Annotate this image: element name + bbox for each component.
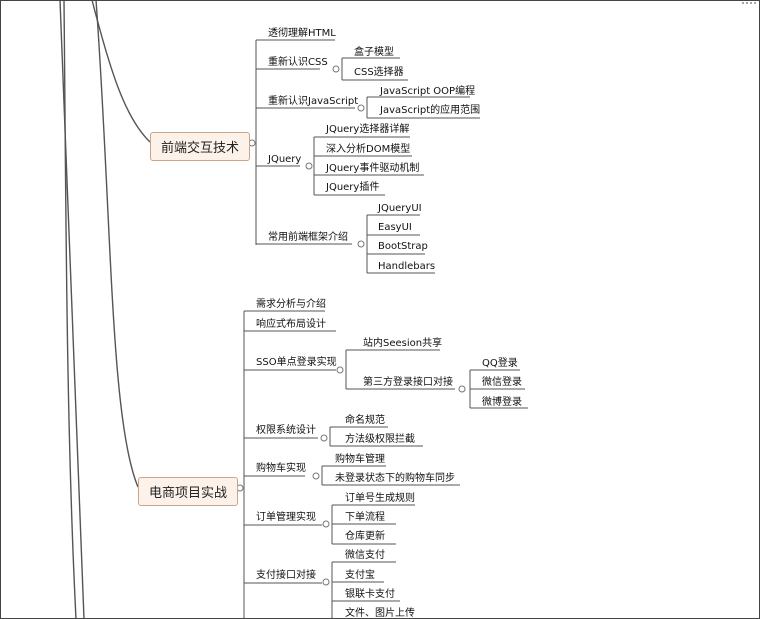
node-naming[interactable]: 命名规范 bbox=[345, 415, 385, 426]
node-payment[interactable]: 支付接口对接 bbox=[256, 570, 316, 581]
node-css-selector[interactable]: CSS选择器 bbox=[354, 67, 404, 78]
node-cart-sync[interactable]: 未登录状态下的购物车同步 bbox=[335, 473, 455, 484]
node-wechat-pay[interactable]: 微信支付 bbox=[345, 550, 385, 561]
branch-ecommerce[interactable]: 电商项目实战 bbox=[138, 477, 239, 506]
node-responsive[interactable]: 响应式布局设计 bbox=[256, 319, 326, 330]
node-js-scope[interactable]: JavaScript的应用范围 bbox=[380, 105, 481, 116]
node-unionpay[interactable]: 银联卡支付 bbox=[345, 589, 395, 600]
node-jq-selector[interactable]: JQuery选择器详解 bbox=[326, 124, 410, 135]
node-third-party-login[interactable]: 第三方登录接口对接 bbox=[363, 377, 453, 388]
node-order-flow[interactable]: 下单流程 bbox=[345, 512, 385, 523]
node-cart[interactable]: 购物车实现 bbox=[256, 463, 306, 474]
node-alipay[interactable]: 支付宝 bbox=[345, 570, 375, 581]
corner-dots-icon bbox=[742, 2, 756, 4]
node-box-model[interactable]: 盒子模型 bbox=[354, 47, 394, 58]
node-orders[interactable]: 订单管理实现 bbox=[256, 512, 316, 523]
node-js-oop[interactable]: JavaScript OOP编程 bbox=[380, 86, 476, 97]
node-order-number[interactable]: 订单号生成规则 bbox=[345, 493, 415, 504]
node-html[interactable]: 透彻理解HTML bbox=[268, 28, 336, 39]
node-javascript[interactable]: 重新认识JavaScript bbox=[268, 96, 359, 107]
node-easyui[interactable]: EasyUI bbox=[378, 222, 412, 233]
node-jquery[interactable]: JQuery bbox=[268, 154, 302, 165]
branch-frontend[interactable]: 前端交互技术 bbox=[150, 132, 251, 161]
node-bootstrap[interactable]: BootStrap bbox=[378, 241, 428, 252]
node-handlebars[interactable]: Handlebars bbox=[378, 261, 436, 272]
node-jqueryui[interactable]: JQueryUI bbox=[378, 203, 422, 214]
node-session-share[interactable]: 站内Seesion共享 bbox=[363, 338, 443, 349]
node-css[interactable]: 重新认识CSS bbox=[268, 57, 328, 68]
node-warehouse[interactable]: 仓库更新 bbox=[345, 531, 385, 542]
node-file-upload[interactable]: 文件、图片上传 bbox=[345, 608, 415, 619]
node-qq-login[interactable]: QQ登录 bbox=[482, 358, 518, 369]
node-cart-manage[interactable]: 购物车管理 bbox=[335, 454, 385, 465]
node-permissions[interactable]: 权限系统设计 bbox=[256, 425, 316, 436]
node-sso[interactable]: SSO单点登录实现 bbox=[256, 357, 337, 368]
node-requirements[interactable]: 需求分析与介绍 bbox=[256, 299, 326, 310]
node-dom-model[interactable]: 深入分析DOM模型 bbox=[326, 144, 411, 155]
node-wechat-login[interactable]: 微信登录 bbox=[482, 377, 522, 388]
node-jq-events[interactable]: JQuery事件驱动机制 bbox=[326, 163, 420, 174]
node-frameworks[interactable]: 常用前端框架介绍 bbox=[268, 232, 348, 243]
node-method-intercept[interactable]: 方法级权限拦截 bbox=[345, 434, 415, 445]
node-weibo-login[interactable]: 微博登录 bbox=[482, 397, 522, 408]
node-jq-plugins[interactable]: JQuery插件 bbox=[326, 182, 380, 193]
